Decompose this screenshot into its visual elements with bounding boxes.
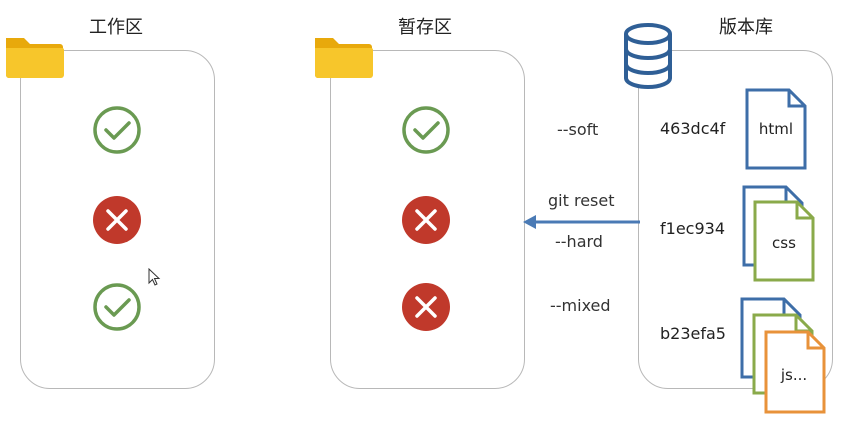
commit-hash: 463dc4f <box>660 119 726 138</box>
database-icon <box>624 23 672 89</box>
reset-arrow <box>523 215 640 229</box>
file-label: html <box>758 120 794 138</box>
cross-circle-icon <box>93 196 141 244</box>
commit-hash: f1ec934 <box>660 219 725 238</box>
option-mixed: --mixed <box>550 296 611 315</box>
document-icon <box>745 88 807 170</box>
folder-icon <box>6 38 64 78</box>
check-circle-icon <box>93 106 141 154</box>
file-label: css <box>772 234 796 252</box>
staging-area-title: 暂存区 <box>398 17 452 38</box>
cross-circle-icon <box>402 196 450 244</box>
option-soft: --soft <box>557 120 599 139</box>
document-icon <box>753 200 815 282</box>
commit-hash: b23efa5 <box>660 324 726 343</box>
check-circle-icon <box>402 106 450 154</box>
repository-title: 版本库 <box>719 17 773 38</box>
check-circle-icon <box>93 283 141 331</box>
folder-icon <box>315 38 373 78</box>
document-icon <box>764 330 826 414</box>
working-area-title: 工作区 <box>89 17 143 38</box>
mouse-cursor-icon <box>148 268 161 286</box>
command-label: git reset <box>548 191 615 210</box>
option-hard: --hard <box>555 232 603 251</box>
file-label: js... <box>780 366 808 384</box>
cross-circle-icon <box>402 283 450 331</box>
